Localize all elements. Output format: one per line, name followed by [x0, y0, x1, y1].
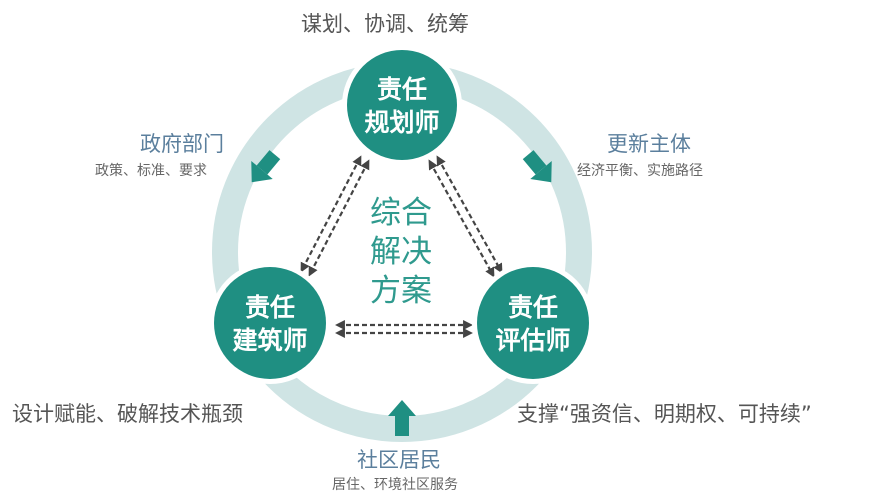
dashed-arrow-planner-architect — [300, 155, 362, 273]
residents-detail: 居住、环境社区服务 — [332, 477, 458, 493]
planner-caption: 谋划、协调、统筹 — [301, 12, 469, 36]
node-planner: 责任 规划师 — [342, 45, 462, 165]
inflow-arrow-left — [251, 150, 281, 183]
assessor-line1: 责任 — [508, 293, 558, 322]
node-architect: 责任 建筑师 — [209, 262, 331, 384]
government-title: 政府部门 — [140, 132, 224, 156]
dashed-arrow-planner-assessor — [428, 159, 495, 278]
planner-line2: 规划师 — [364, 108, 439, 137]
government-detail: 政策、标准、要求 — [95, 163, 207, 179]
dashed-arrow-planner-assessor-2 — [436, 155, 503, 274]
architect-line1: 责任 — [245, 293, 295, 322]
renewal-entity-detail: 经济平衡、实施路径 — [577, 163, 703, 179]
inflow-arrow-right — [522, 150, 552, 183]
assessor-line2: 评估师 — [495, 326, 570, 355]
planner-line1: 责任 — [377, 75, 427, 104]
residents-title: 社区居民 — [357, 448, 441, 472]
architect-line2: 建筑师 — [232, 326, 307, 355]
center-solution: 综合 解决 方案 — [370, 195, 432, 309]
center-line3: 方案 — [370, 273, 432, 309]
assessor-caption: 支撑“强资信、明期权、可持续” — [517, 402, 812, 426]
renewal-entity-title: 更新主体 — [607, 132, 691, 156]
node-assessor: 责任 评估师 — [472, 262, 594, 384]
center-line2: 解决 — [370, 234, 432, 270]
architect-caption: 设计赋能、破解技术瓶颈 — [12, 402, 243, 426]
dashed-arrow-planner-architect-2 — [308, 159, 370, 277]
inflow-arrow-bottom — [388, 400, 416, 436]
center-line1: 综合 — [370, 195, 432, 231]
